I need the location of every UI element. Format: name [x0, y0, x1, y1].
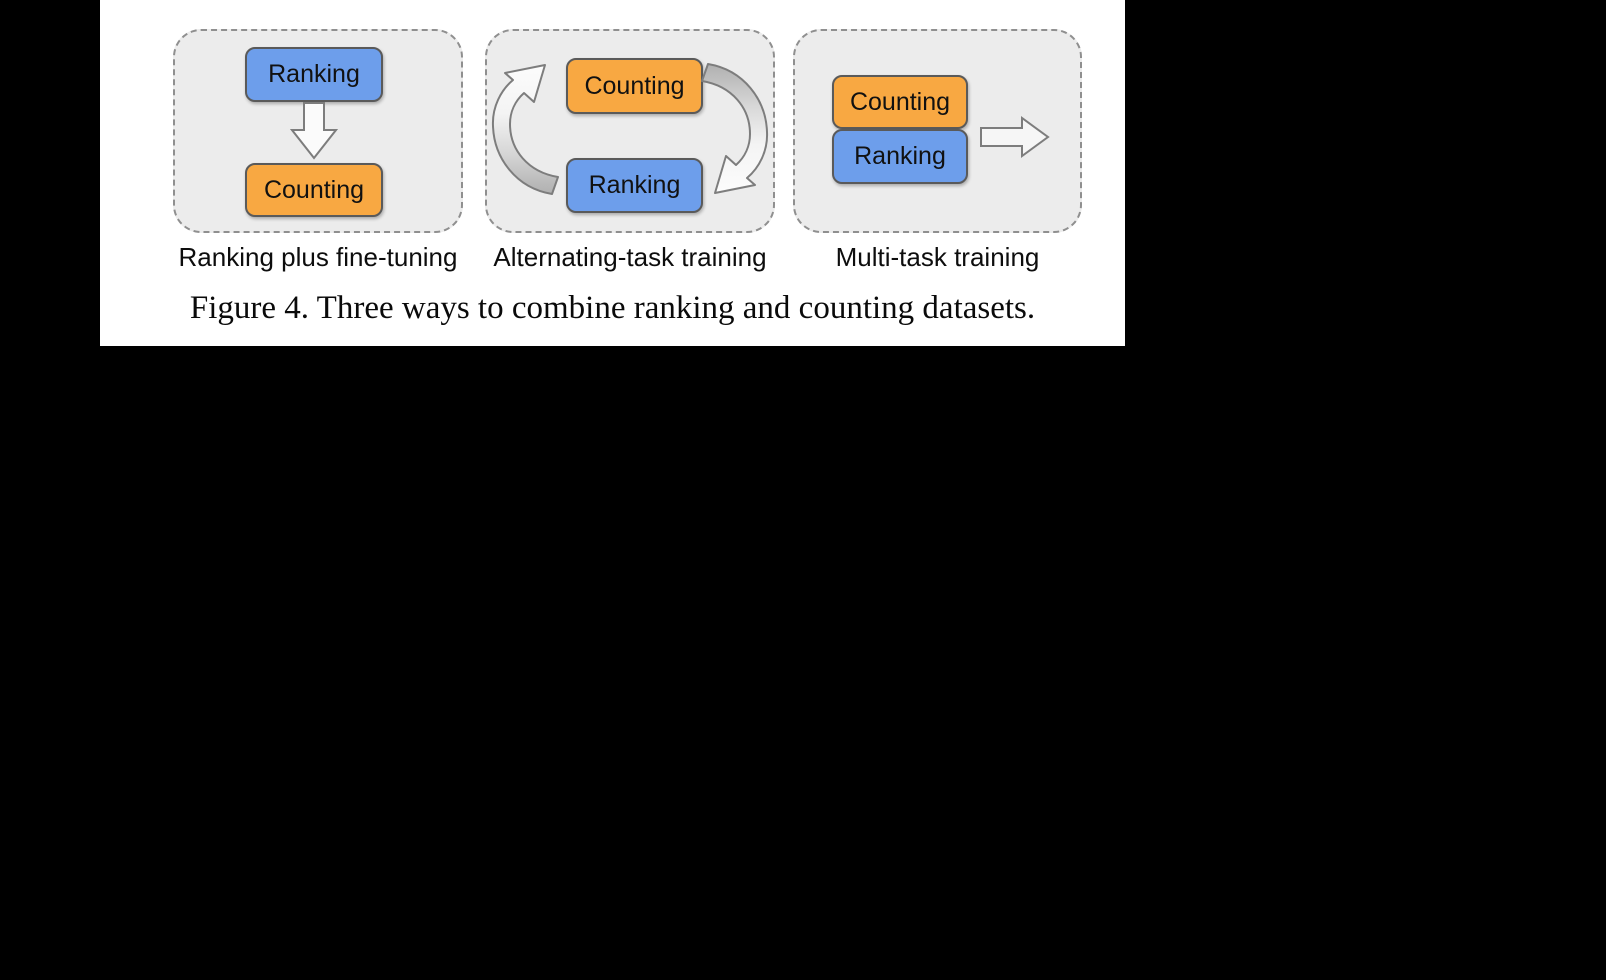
ranking-box: Ranking [245, 47, 383, 102]
ranking-box-label: Ranking [268, 60, 360, 88]
cycle-up-arrow-icon [491, 64, 559, 195]
counting-box-label: Counting [263, 175, 365, 204]
panel-label-multi-task-training: Multi-task training [835, 242, 1040, 272]
counting-box: Counting [832, 75, 968, 129]
right-arrow-icon [980, 116, 1050, 158]
counting-box: Counting [566, 58, 703, 114]
ranking-box: Ranking [566, 158, 703, 213]
panel-label-alternating-task-training: Alternating-task training [493, 242, 767, 272]
counting-box-label: Counting [584, 71, 685, 100]
counting-box: Counting [245, 163, 383, 217]
ranking-box-label: Ranking [588, 171, 681, 199]
counting-box-label: Counting [849, 87, 951, 116]
down-arrow-icon [290, 102, 338, 160]
figure-caption: Figure 4. Three ways to combine ranking … [189, 290, 1036, 326]
paper-figure-canvas: Ranking Counting Ranking plus fine-tunin… [100, 0, 1125, 346]
ranking-box: Ranking [832, 129, 968, 184]
cycle-down-arrow-icon [701, 63, 769, 194]
ranking-box-label: Ranking [854, 142, 946, 170]
panel-label-ranking-plus-fine-tuning: Ranking plus fine-tuning [178, 242, 458, 272]
